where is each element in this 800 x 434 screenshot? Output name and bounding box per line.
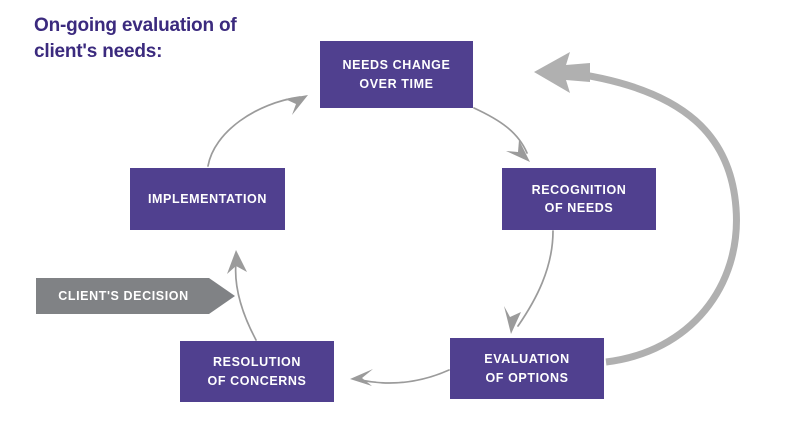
arrow-recognition-to-evaluation	[517, 230, 554, 327]
node-evaluation-label: EVALUATION OF OPTIONS	[484, 352, 570, 385]
node-resolution[interactable]: RESOLUTION OF CONCERNS	[180, 341, 334, 402]
arrow-resolution-to-implementation	[234, 261, 257, 341]
outer-feedback-arrowhead	[534, 52, 590, 93]
node-implementation-label: IMPLEMENTATION	[147, 191, 268, 206]
arrowhead-to-evaluation	[504, 306, 521, 334]
arrowhead-to-recognition	[506, 140, 530, 162]
page-title: On-going evaluation of client's needs:	[34, 15, 237, 62]
arrowhead-to-resolution	[350, 369, 373, 386]
node-recognition[interactable]: RECOGNITION OF NEEDS	[502, 168, 656, 230]
node-resolution-label: RESOLUTION OF CONCERNS	[207, 355, 307, 388]
banner-arrow-shape	[36, 278, 235, 314]
node-evaluation[interactable]: EVALUATION OF OPTIONS	[450, 338, 604, 399]
arrowhead-to-implementation	[227, 250, 247, 274]
outer-feedback-arc	[563, 68, 740, 366]
node-needs-change[interactable]: NEEDS CHANGE OVER TIME	[320, 41, 473, 108]
client-decision-banner[interactable]: CLIENT'S DECISION	[36, 278, 235, 314]
arrowhead-to-needs-change	[285, 95, 308, 115]
node-implementation[interactable]: IMPLEMENTATION	[130, 168, 285, 230]
node-needs-change-label: NEEDS CHANGE OVER TIME	[342, 58, 451, 91]
arrow-evaluation-to-resolution	[359, 369, 450, 384]
arrowheads	[227, 95, 530, 386]
arrow-needs-change-to-recognition	[473, 107, 528, 154]
node-recognition-label: RECOGNITION OF NEEDS	[531, 182, 627, 215]
arrow-implementation-to-needs-change	[207, 96, 301, 167]
